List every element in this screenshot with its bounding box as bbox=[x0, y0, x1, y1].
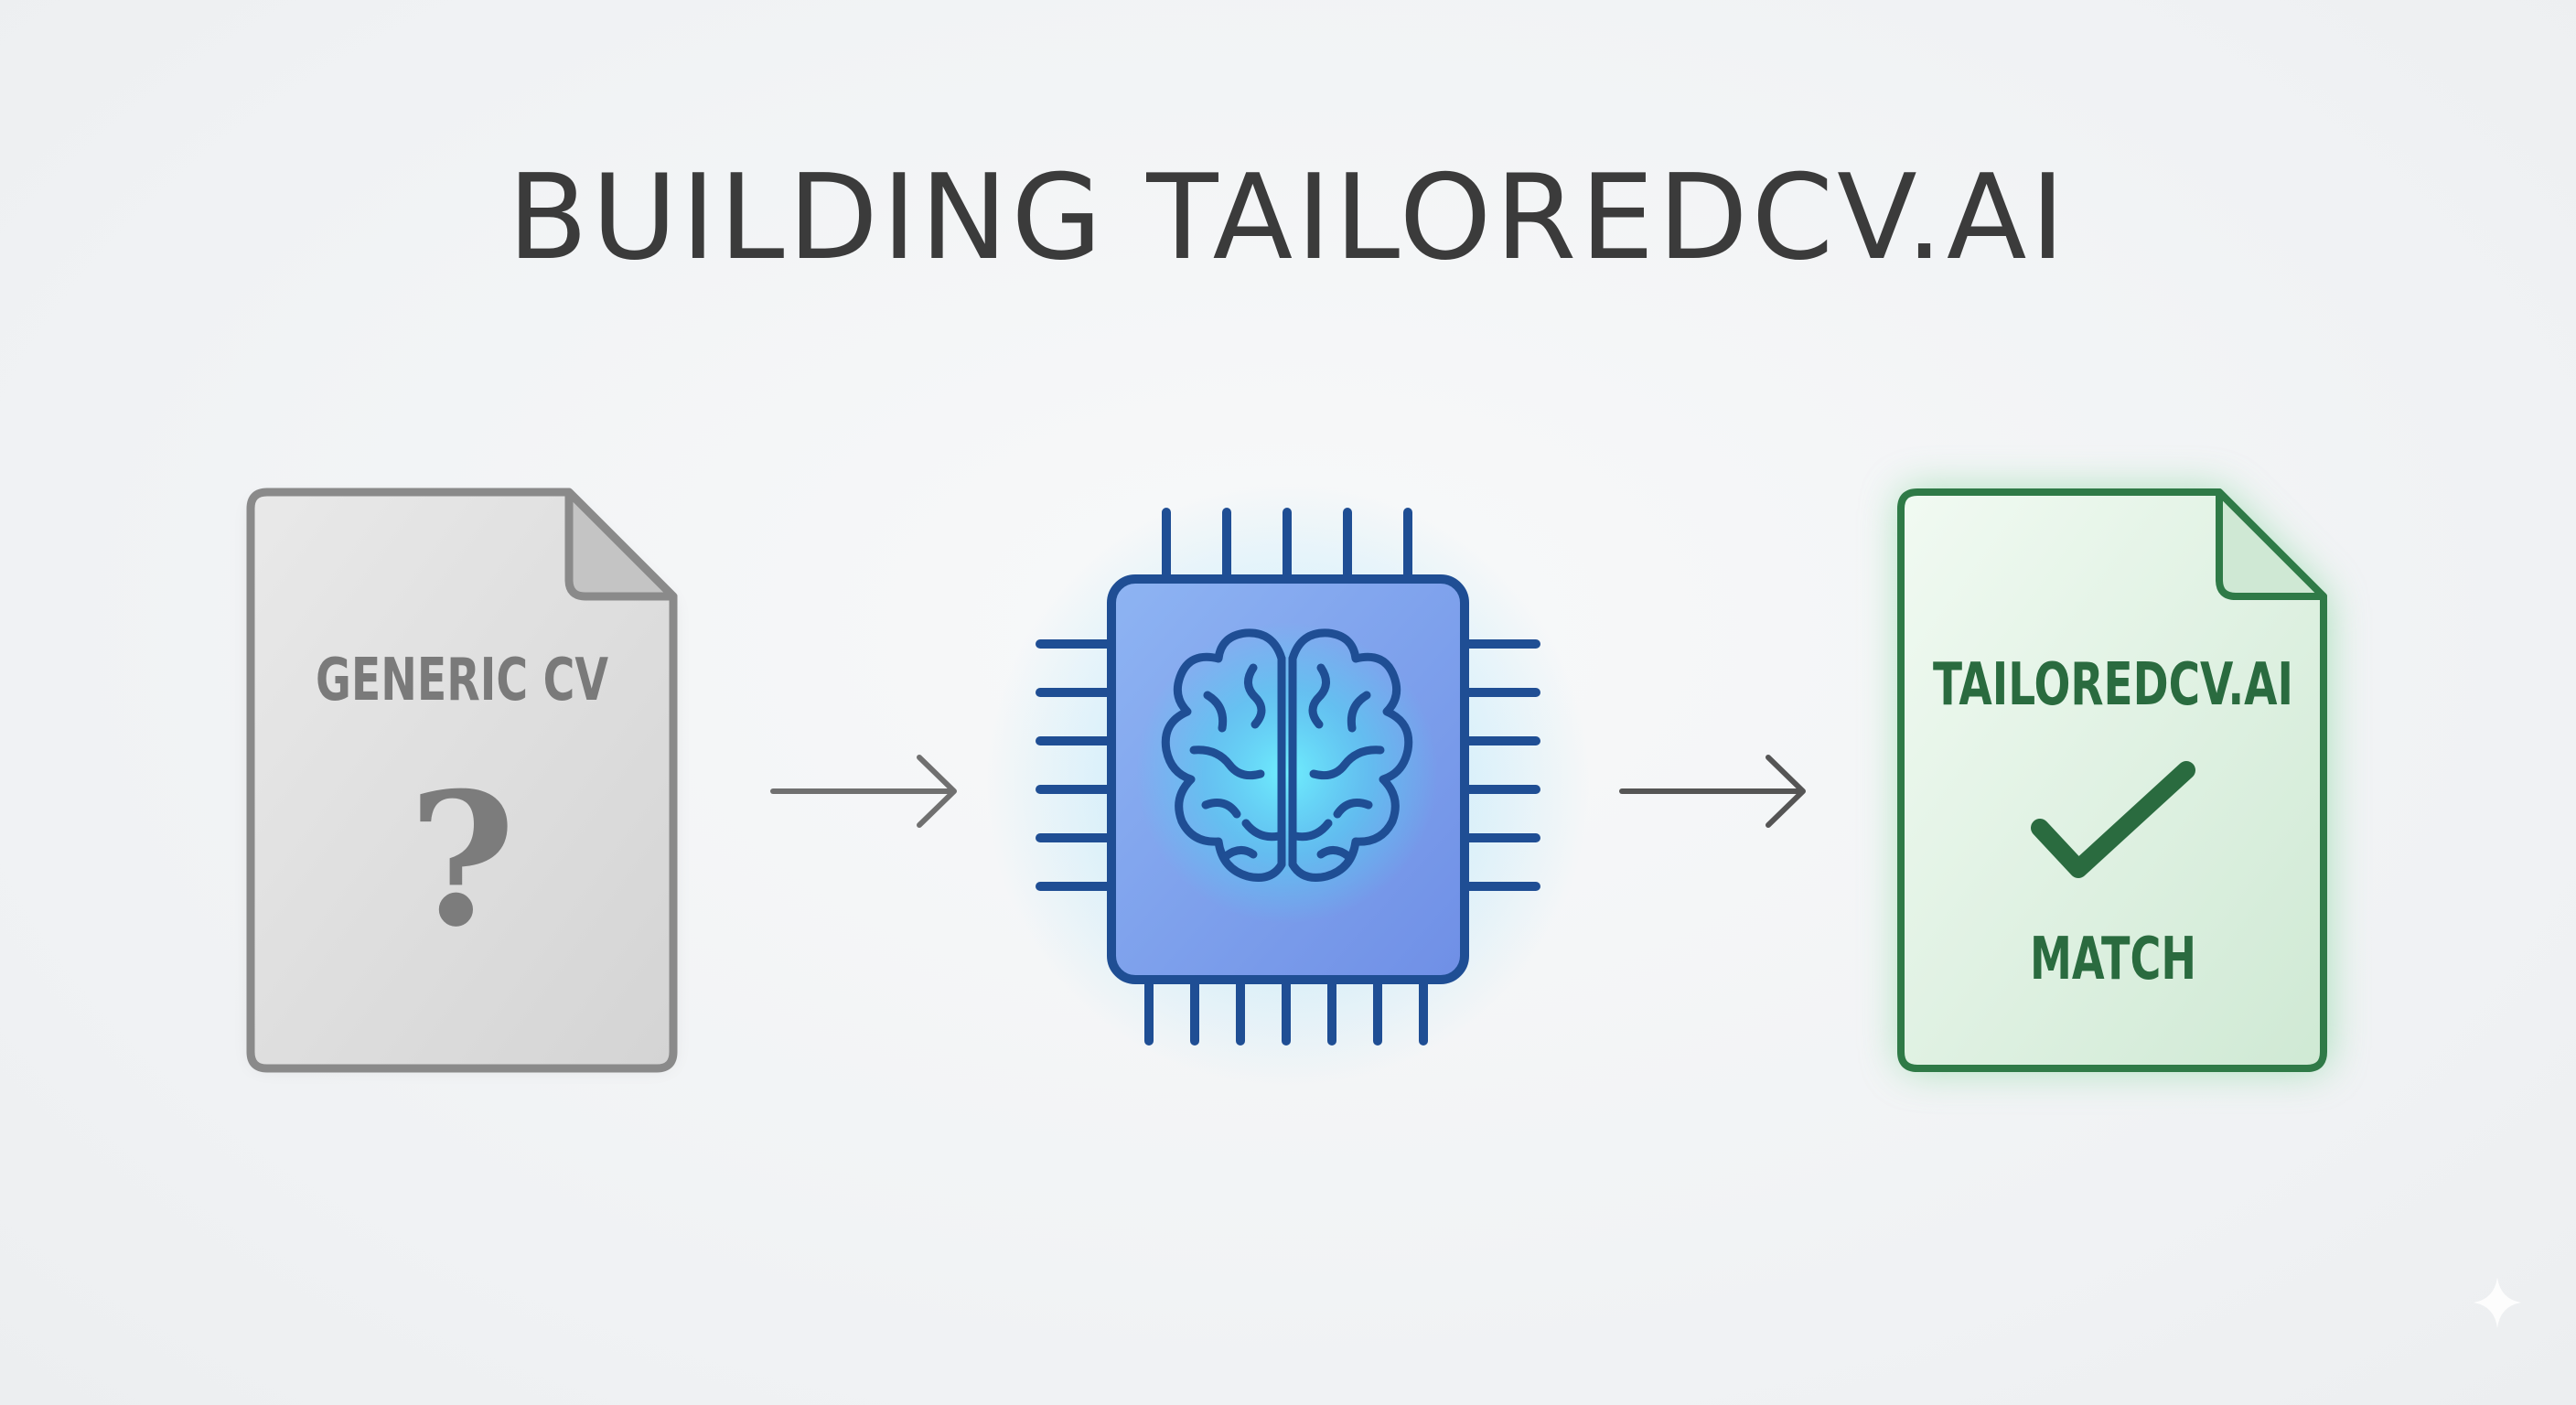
match-caption: MATCH bbox=[2030, 926, 2196, 993]
arrow-right-icon bbox=[1619, 755, 1806, 828]
generic-cv-page bbox=[246, 488, 678, 1073]
arrow-right-icon bbox=[770, 755, 957, 828]
chip-pins-right bbox=[1465, 639, 1540, 891]
generic-cv-label: GENERIC CV bbox=[316, 647, 608, 714]
chip-pins-left bbox=[1036, 639, 1111, 891]
question-mark-icon: ? bbox=[408, 753, 515, 968]
page-title: BUILDING TAILOREDCV.AI bbox=[507, 150, 2069, 286]
brain-icon bbox=[1161, 628, 1413, 882]
sparkle-icon bbox=[2474, 1277, 2521, 1328]
checkmark-icon bbox=[2031, 761, 2195, 878]
tailored-cv-page-fold bbox=[2216, 488, 2327, 600]
generic-cv-document: GENERIC CV ? bbox=[246, 488, 678, 1073]
tailored-cv-label: TAILOREDCV.AI bbox=[1933, 651, 2293, 719]
ai-chip-brain-icon bbox=[986, 482, 1590, 1086]
tailored-cv-page bbox=[1897, 488, 2327, 1072]
generic-cv-page-fold bbox=[564, 488, 678, 601]
chip-pins-bottom bbox=[1144, 979, 1428, 1046]
tailored-cv-document: TAILOREDCV.AI MATCH bbox=[1897, 488, 2328, 1072]
chip-pins-top bbox=[1162, 508, 1412, 581]
